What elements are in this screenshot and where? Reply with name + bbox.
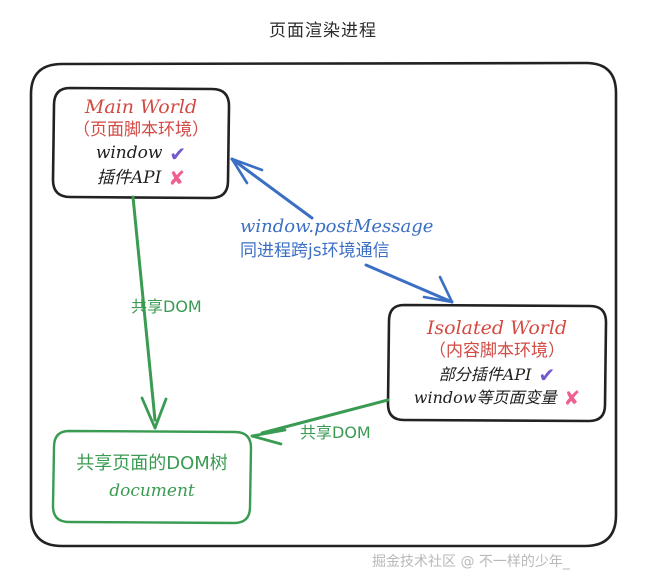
isolated-world-title: Isolated World bbox=[426, 317, 568, 340]
main-world-row-window-label: window bbox=[95, 143, 163, 164]
isolated-world-row-plugin-api: 部分插件API ✔ bbox=[439, 365, 555, 385]
main-world-row-window: window ✔ bbox=[96, 143, 186, 164]
edge-label-post-message-en: window.postMessage bbox=[240, 216, 434, 237]
node-isolated-world: Isolated World （内容脚本环境） 部分插件API ✔ window… bbox=[388, 305, 606, 421]
check-icon: ✔ bbox=[169, 141, 187, 166]
isolated-world-subtitle: （内容脚本环境） bbox=[429, 341, 565, 362]
edge-label-share-dom-vertical: 共享DOM bbox=[131, 297, 202, 316]
check-icon: ✔ bbox=[538, 362, 556, 387]
watermark: 掘金技术社区 @ 不一样的少年_ bbox=[372, 554, 570, 570]
isolated-world-row-window-vars-label: window等页面变量 bbox=[413, 387, 557, 407]
main-world-title: Main World bbox=[84, 96, 198, 119]
main-world-row-plugin-api-label: 插件API bbox=[96, 167, 162, 188]
shared-dom-title: 共享页面的DOM树 bbox=[76, 452, 228, 474]
cross-icon: ✘ bbox=[168, 166, 186, 191]
main-world-subtitle: （页面脚本环境） bbox=[73, 119, 209, 140]
isolated-world-row-window-vars: window等页面变量 ✘ bbox=[414, 388, 580, 408]
edge-label-post-message-cn: 同进程跨js环境通信 bbox=[240, 240, 390, 261]
shared-dom-document-label: document bbox=[109, 481, 195, 502]
page-title: 页面渲染进程 bbox=[269, 21, 377, 41]
cross-icon: ✘ bbox=[563, 385, 581, 410]
main-world-row-plugin-api: 插件API ✘ bbox=[97, 168, 185, 189]
node-shared-dom: 共享页面的DOM树 document bbox=[53, 431, 251, 523]
isolated-world-row-plugin-api-label: 部分插件API bbox=[438, 364, 532, 384]
edge-label-share-dom-diagonal: 共享DOM bbox=[300, 423, 371, 442]
edge-label-post-message: window.postMessage 同进程跨js环境通信 bbox=[240, 216, 433, 262]
node-main-world: Main World （页面脚本环境） window ✔ 插件API ✘ bbox=[53, 88, 229, 198]
